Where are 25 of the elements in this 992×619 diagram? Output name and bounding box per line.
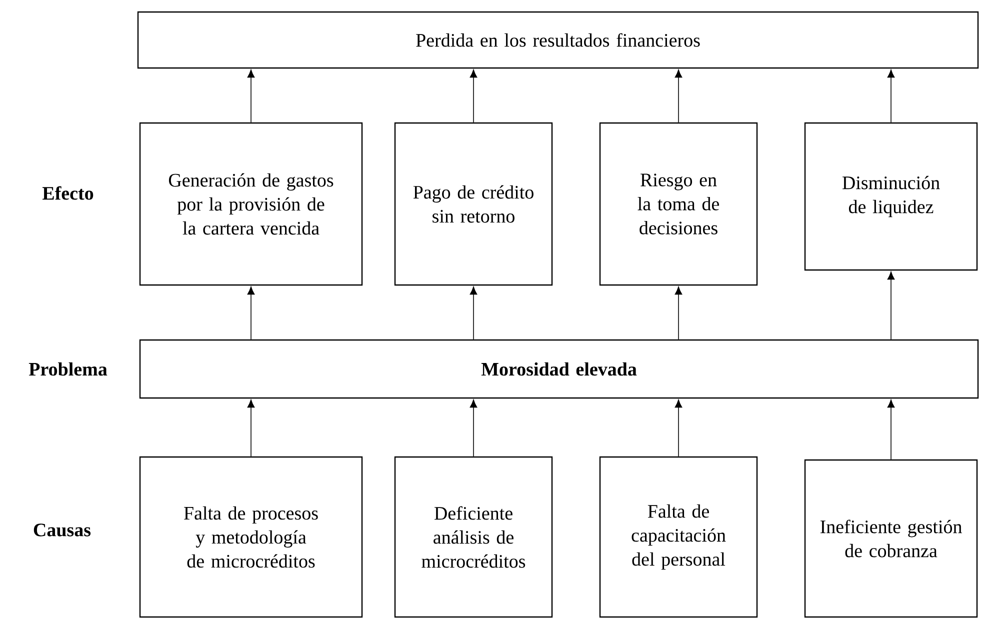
arrow: [247, 70, 255, 123]
effect-box: Generación de gastos por la provisión de la cartera vencida: [139, 122, 363, 286]
arrow: [674, 286, 682, 340]
row-label: Problema: [28, 362, 108, 376]
arrow: [470, 70, 478, 123]
arrow: [247, 286, 255, 340]
arrow: [674, 400, 682, 457]
row-label: Causas: [34, 524, 91, 536]
result-box: Perdida en los resultados financieros: [137, 11, 979, 69]
arrow: [887, 70, 895, 123]
arrow: [887, 272, 895, 340]
arrow: [887, 400, 895, 460]
arrow: [247, 400, 255, 457]
row-label: Efecto: [42, 186, 94, 200]
cause-box: Falta de capacitación del personal: [599, 456, 758, 618]
cause-box: Deficiente análisis de microcréditos: [394, 456, 553, 618]
arrow: [470, 286, 478, 340]
problem-box: Morosidad elevada: [139, 339, 979, 399]
cause-box: Ineficiente gestión de cobranza: [804, 459, 978, 618]
cause-box: Falta de procesos y metodología de microcréditos: [139, 456, 363, 618]
effect-box: Disminución de liquidez: [804, 122, 978, 271]
arrow: [470, 400, 478, 457]
effect-box: Riesgo en la toma de decisiones: [599, 122, 758, 286]
arrow: [674, 70, 682, 123]
effect-box: Pago de crédito sin retorno: [394, 122, 553, 286]
